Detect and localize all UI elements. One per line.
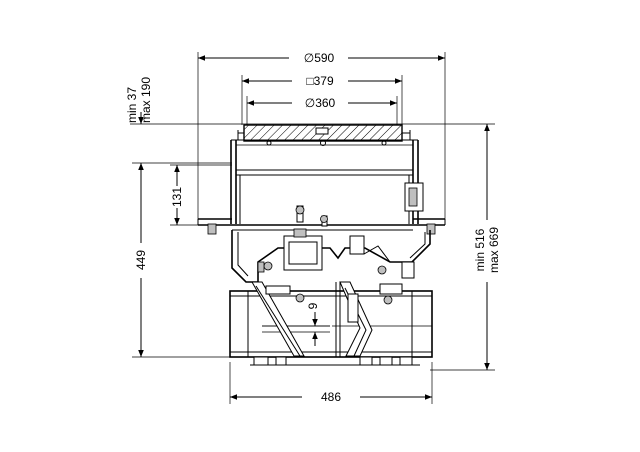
label-top-diameter: ∅590 bbox=[304, 51, 335, 65]
label-bottom-width: 486 bbox=[321, 390, 341, 404]
label-right-max: max 669 bbox=[487, 227, 501, 273]
lower-housing bbox=[229, 281, 433, 366]
dimension-adjustment-range: min 37 max 190 bbox=[125, 77, 495, 125]
dimension-top-diameter: ∅590 bbox=[197, 51, 446, 220]
upper-frame bbox=[230, 139, 419, 224]
dimension-bottom-width: 486 bbox=[229, 362, 433, 404]
label-small-gap: 9 bbox=[306, 302, 320, 309]
main-body bbox=[231, 205, 431, 283]
label-depth-small: 131 bbox=[170, 187, 184, 207]
dimension-inner-diameter: ∅360 bbox=[246, 96, 398, 125]
label-right-min: min 516 bbox=[473, 228, 487, 271]
label-total-height: 449 bbox=[134, 250, 148, 270]
dimension-right-height: min 516 max 669 bbox=[430, 124, 501, 371]
label-adjust-max: max 190 bbox=[139, 77, 153, 123]
label-square-size: □379 bbox=[306, 74, 334, 88]
dimension-total-height: 449 bbox=[132, 162, 252, 358]
dimension-depth-small: 131 bbox=[170, 164, 232, 226]
dimension-square-size: □379 bbox=[241, 74, 403, 125]
junction-box bbox=[283, 235, 323, 271]
device-outline bbox=[197, 124, 446, 366]
label-inner-diameter: ∅360 bbox=[305, 96, 336, 110]
label-adjust-min: min 37 bbox=[125, 87, 139, 123]
